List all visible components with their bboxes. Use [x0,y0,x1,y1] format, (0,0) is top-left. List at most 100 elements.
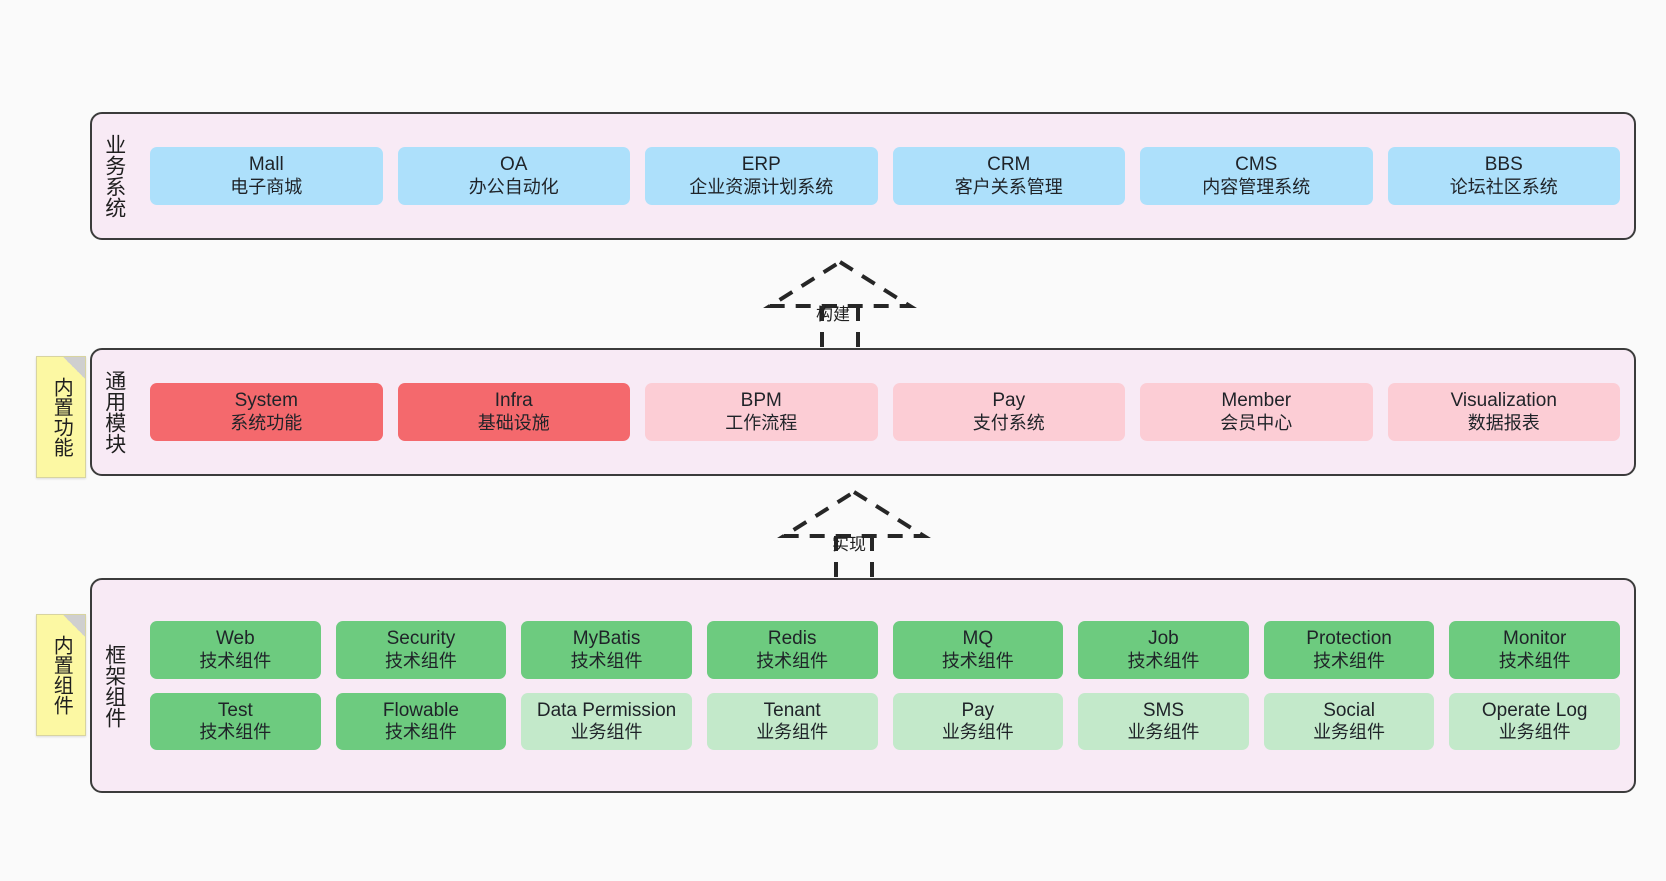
node-row: Web 技术组件 Security 技术组件 MyBatis 技术组件 Redi… [150,621,1620,679]
layer-label-framework-component: 框架组件 [102,643,126,728]
node-subtitle: 技术组件 [199,721,272,742]
node-subtitle: 技术组件 [1313,650,1386,671]
node-bbs[interactable]: BBS 论坛社区系统 [1387,147,1620,205]
node-member[interactable]: Member 会员中心 [1140,383,1373,441]
node-test[interactable]: Test 技术组件 [150,692,321,750]
node-protection[interactable]: Protection 技术组件 [1263,621,1435,679]
node-subtitle: 基础设施 [477,412,550,433]
node-title: Flowable [382,699,459,721]
node-subtitle: 论坛社区系统 [1449,176,1558,197]
node-oa[interactable]: OA 办公自动化 [397,147,630,205]
node-bpm[interactable]: BPM 工作流程 [645,383,878,441]
node-title: OA [500,154,528,176]
node-subtitle: 客户关系管理 [954,176,1063,197]
node-row: System 系统功能 Infra 基础设施 BPM 工作流程 Pay 支付系统… [150,383,1620,441]
node-title: Web [215,628,255,650]
node-title: Infra [494,390,533,412]
node-title: CRM [987,154,1031,176]
node-subtitle: 支付系统 [972,412,1045,433]
node-subtitle: 业务组件 [941,721,1014,742]
node-subtitle: 技术组件 [384,650,457,671]
node-subtitle: 技术组件 [199,650,272,671]
connector-build-label: 构建 [816,305,850,324]
node-subtitle: 内容管理系统 [1202,176,1311,197]
node-title: MQ [962,628,994,650]
node-crm[interactable]: CRM 客户关系管理 [892,147,1125,205]
sticky-note-text: 内置组件 [50,635,73,715]
node-mall[interactable]: Mall 电子商城 [150,147,383,205]
node-web[interactable]: Web 技术组件 [150,621,321,679]
node-title: Redis [767,628,817,650]
node-title: ERP [741,154,781,176]
node-subtitle: 技术组件 [384,721,457,742]
node-subtitle: 业务组件 [1127,721,1200,742]
node-subtitle: 数据报表 [1467,412,1540,433]
node-system[interactable]: System 系统功能 [150,383,383,441]
node-pay-component[interactable]: Pay 业务组件 [892,692,1064,750]
layer-body-business-system: Mall 电子商城 OA 办公自动化 ERP 企业资源计划系统 CRM 客户关系… [136,114,1634,238]
node-subtitle: 企业资源计划系统 [689,176,834,197]
node-title: Tenant [763,699,821,721]
node-title: Test [217,699,253,721]
node-monitor[interactable]: Monitor 技术组件 [1449,621,1620,679]
layer-body-framework-component: Web 技术组件 Security 技术组件 MyBatis 技术组件 Redi… [136,580,1634,791]
node-social[interactable]: Social 业务组件 [1263,692,1435,750]
node-subtitle: 技术组件 [1127,650,1200,671]
node-erp[interactable]: ERP 企业资源计划系统 [645,147,878,205]
node-title: Security [386,628,456,650]
node-subtitle: 技术组件 [570,650,643,671]
node-title: System [234,390,298,412]
sticky-note-builtin-components: 内置组件 [36,614,86,736]
node-subtitle: 技术组件 [756,650,829,671]
node-row: Mall 电子商城 OA 办公自动化 ERP 企业资源计划系统 CRM 客户关系… [150,147,1620,205]
node-flowable[interactable]: Flowable 技术组件 [335,692,507,750]
node-infra[interactable]: Infra 基础设施 [397,383,630,441]
node-subtitle: 系统功能 [230,412,303,433]
generalization-arrow-icon [777,489,931,578]
connector-build: 构建 [760,258,920,348]
node-title: Data Permission [536,699,677,721]
node-subtitle: 技术组件 [1498,650,1571,671]
node-subtitle: 业务组件 [1498,721,1571,742]
node-job[interactable]: Job 技术组件 [1078,621,1249,679]
node-subtitle: 会员中心 [1220,412,1293,433]
node-subtitle: 工作流程 [725,412,798,433]
node-mq[interactable]: MQ 技术组件 [892,621,1064,679]
node-subtitle: 技术组件 [941,650,1014,671]
node-tenant[interactable]: Tenant 业务组件 [706,692,878,750]
node-title: Monitor [1503,628,1567,650]
node-title: SMS [1142,699,1185,721]
layer-common-module: 通用模块 System 系统功能 Infra 基础设施 BPM 工作流程 Pay… [90,348,1636,476]
node-operate-log[interactable]: Operate Log 业务组件 [1449,692,1620,750]
node-title: Visualization [1450,390,1557,412]
connector-implement: 实现 [774,488,934,578]
node-mybatis[interactable]: MyBatis 技术组件 [521,621,692,679]
generalization-arrow-icon [763,259,917,348]
node-redis[interactable]: Redis 技术组件 [706,621,878,679]
node-title: Social [1323,699,1375,721]
node-subtitle: 业务组件 [756,721,829,742]
node-title: Pay [992,390,1026,412]
node-subtitle: 电子商城 [230,176,303,197]
layer-body-common-module: System 系统功能 Infra 基础设施 BPM 工作流程 Pay 支付系统… [136,350,1634,474]
node-title: CMS [1235,154,1278,176]
node-title: Protection [1306,628,1392,650]
node-data-permission[interactable]: Data Permission 业务组件 [521,692,692,750]
node-sms[interactable]: SMS 业务组件 [1078,692,1249,750]
node-pay-module[interactable]: Pay 支付系统 [892,383,1125,441]
layer-label-business-system: 业务系统 [102,134,126,218]
node-title: BBS [1484,154,1523,176]
layer-framework-component: 框架组件 Web 技术组件 Security 技术组件 MyBatis 技术组件… [90,578,1636,793]
node-cms[interactable]: CMS 内容管理系统 [1140,147,1373,205]
node-subtitle: 业务组件 [1313,721,1386,742]
node-title: Job [1148,628,1179,650]
node-visualization[interactable]: Visualization 数据报表 [1387,383,1620,441]
node-title: MyBatis [572,628,641,650]
node-row: Test 技术组件 Flowable 技术组件 Data Permission … [150,692,1620,750]
node-title: Mall [248,154,284,176]
node-title: Pay [961,699,995,721]
node-security[interactable]: Security 技术组件 [335,621,507,679]
layer-business-system: 业务系统 Mall 电子商城 OA 办公自动化 ERP 企业资源计划系统 CRM… [90,112,1636,240]
node-title: Operate Log [1481,699,1588,721]
